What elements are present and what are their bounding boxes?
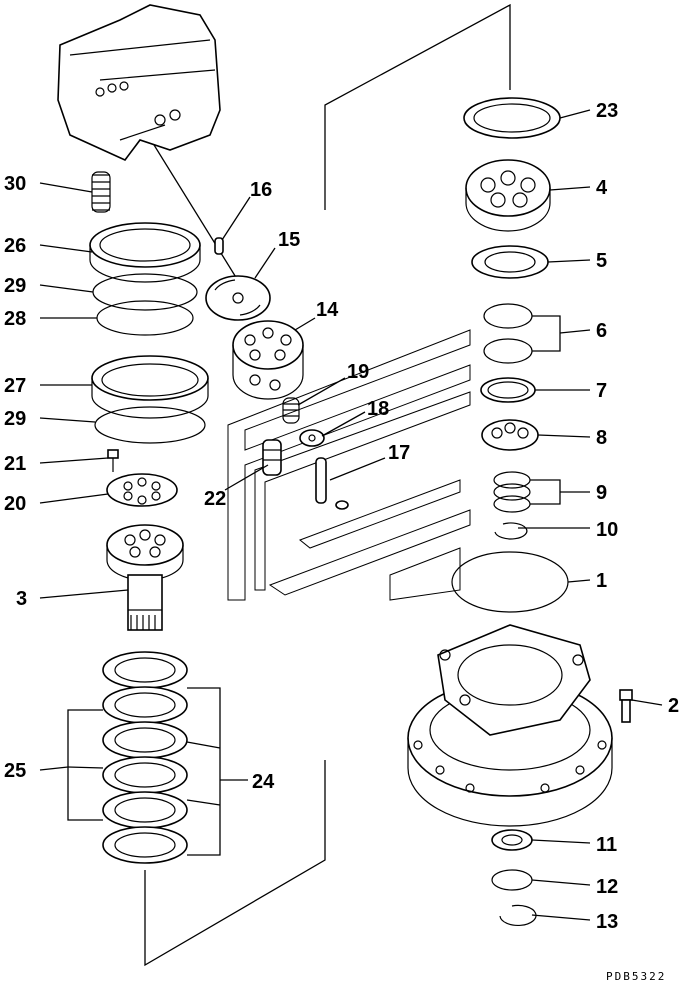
callout-29-a: 29	[4, 275, 26, 297]
part-18-washer	[299, 429, 325, 447]
part-2-bolt	[619, 689, 633, 723]
callout-27: 27	[4, 375, 26, 397]
callout-17: 17	[388, 442, 410, 464]
part-26-ring	[89, 222, 201, 283]
callout-6: 6	[596, 320, 607, 342]
callout-4: 4	[596, 177, 608, 199]
part-23-ring	[463, 97, 561, 139]
callout-2: 2	[668, 695, 679, 717]
callout-12: 12	[596, 876, 618, 898]
callout-21: 21	[4, 453, 26, 475]
part-14-cylinder-block	[232, 320, 304, 400]
part-12-washer	[491, 869, 533, 891]
callout-10: 10	[596, 519, 618, 541]
callout-22: 22	[204, 488, 226, 510]
part-20-plate	[106, 473, 178, 507]
valve-housing	[57, 4, 221, 161]
part-15-valve-plate	[205, 275, 271, 321]
part-1-oring	[451, 551, 569, 613]
callout-24: 24	[252, 771, 275, 793]
part-11-nut	[491, 829, 533, 851]
callout-25: 25	[4, 760, 26, 782]
part-7-ring	[480, 377, 536, 403]
callout-13: 13	[596, 911, 618, 933]
part-5-seal	[471, 245, 549, 279]
document-id: PDB5322	[606, 970, 666, 983]
callout-20: 20	[4, 493, 26, 515]
part-13-snap-ring	[499, 904, 537, 927]
part-16-pin	[214, 237, 224, 255]
part-8-bearing	[481, 419, 539, 451]
callout-28: 28	[4, 308, 26, 330]
part-22-piston	[262, 439, 282, 476]
part-29-ring-a	[92, 273, 198, 311]
part-19-spring	[282, 397, 300, 424]
part-27-ring	[91, 355, 209, 419]
part-10-snap-ring	[494, 522, 528, 540]
callout-5: 5	[596, 250, 607, 272]
callout-3: 3	[16, 588, 27, 610]
part-17-rod	[315, 457, 349, 510]
watermark-logo	[227, 329, 471, 601]
callout-26: 26	[4, 235, 26, 257]
part-21-bolt	[107, 449, 119, 472]
part-4-bearing	[465, 159, 551, 232]
callout-8: 8	[596, 427, 607, 449]
callout-11: 11	[596, 834, 617, 856]
callout-1: 1	[596, 570, 607, 592]
callout-7: 7	[596, 380, 607, 402]
main-case	[407, 624, 613, 827]
part-29-ring-b	[94, 406, 206, 444]
callout-18: 18	[367, 398, 389, 420]
callout-9: 9	[596, 482, 607, 504]
part-6-shims	[483, 303, 533, 364]
part-9-spacers	[493, 471, 531, 513]
part-30-spring	[91, 171, 111, 213]
part-28-ring	[96, 300, 194, 336]
callout-14: 14	[316, 299, 339, 321]
callout-29-b: 29	[4, 408, 26, 430]
callout-16: 16	[250, 179, 272, 201]
leader-lines	[39, 109, 663, 921]
callout-19: 19	[347, 361, 369, 383]
part-24-25-disc-stack	[102, 651, 188, 864]
part-3-shaft	[106, 524, 184, 631]
callout-23: 23	[596, 100, 618, 122]
callout-15: 15	[278, 229, 300, 251]
callout-30: 30	[4, 173, 26, 195]
